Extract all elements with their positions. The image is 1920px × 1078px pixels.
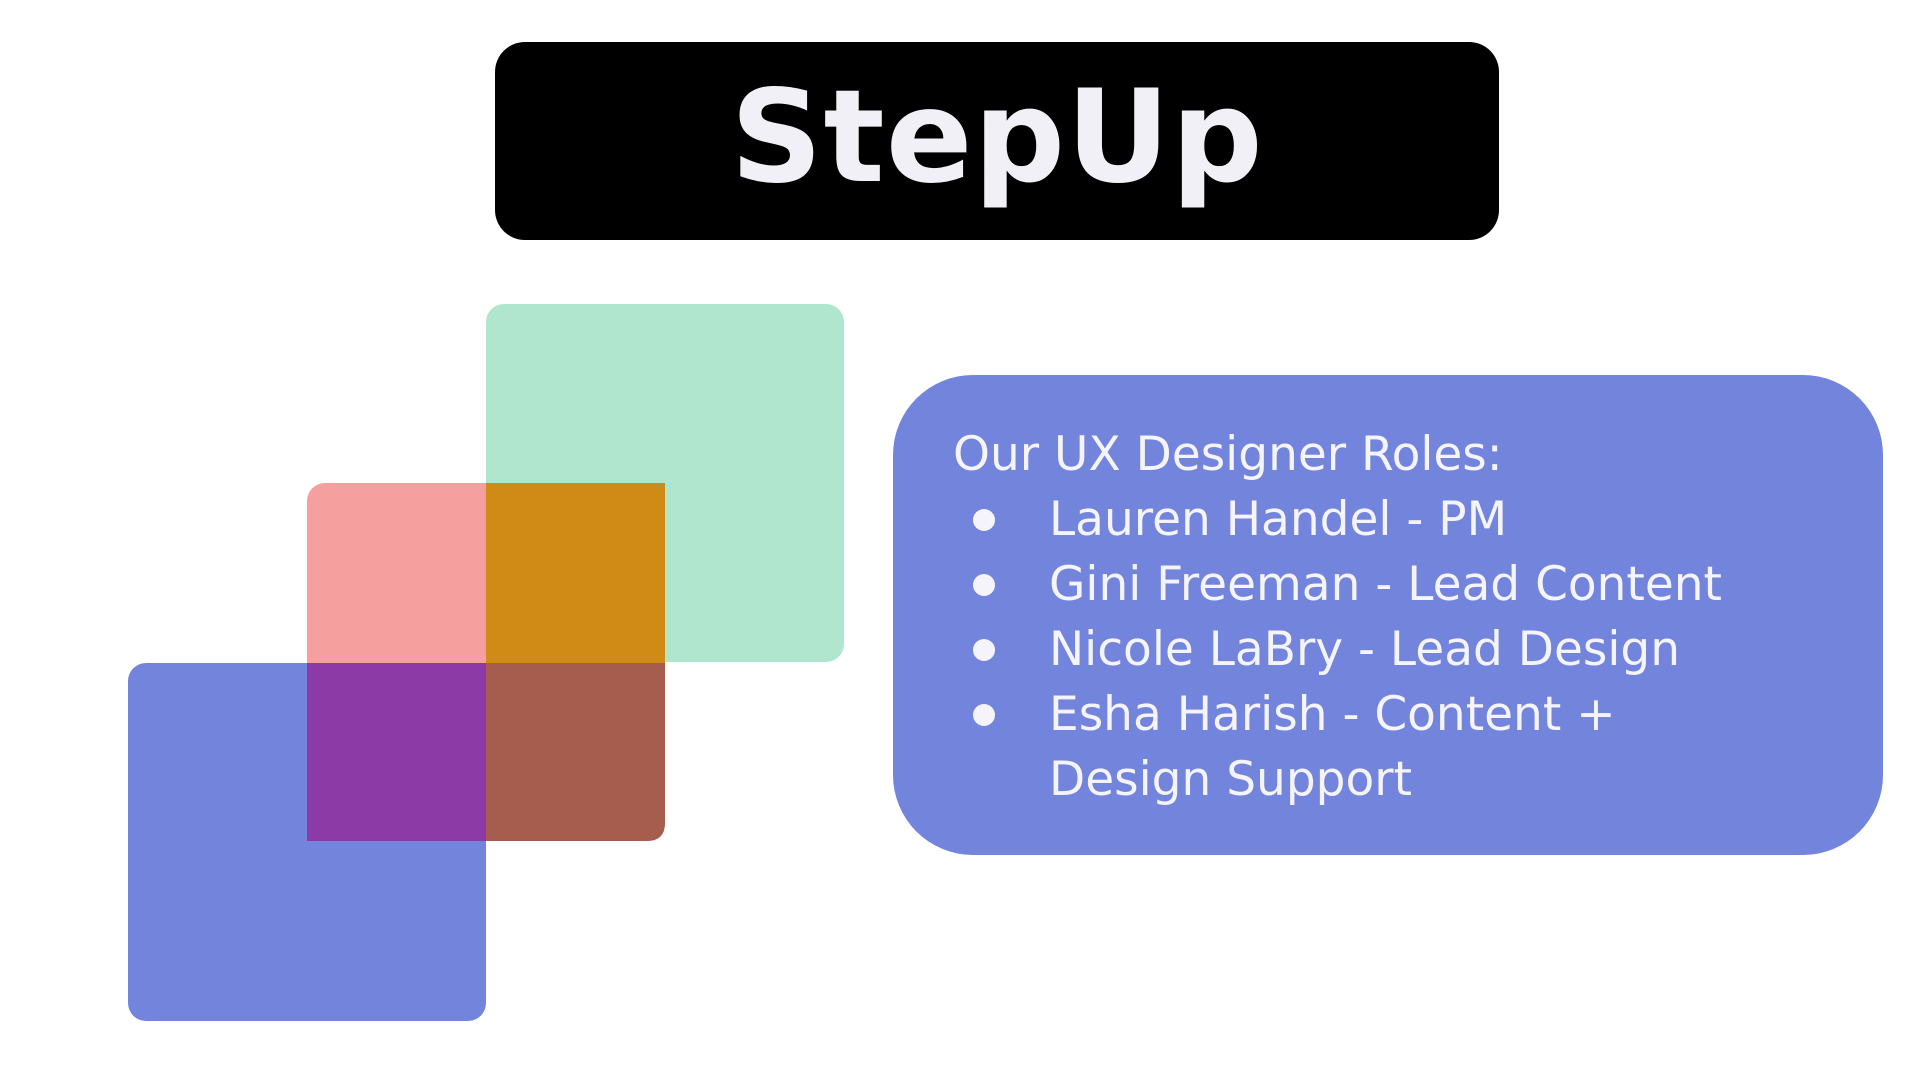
logo-blue-square (128, 663, 486, 1021)
logo-purple-overlap (307, 663, 486, 841)
designer-roles-card: Our UX Designer Roles: Lauren Handel - P… (893, 375, 1883, 855)
list-item: Nicole LaBry - Lead Design (953, 617, 1843, 682)
bullet-icon (973, 574, 995, 596)
list-item: Lauren Handel - PM (953, 487, 1843, 552)
roles-heading: Our UX Designer Roles: (953, 427, 1503, 482)
title-banner: StepUp (495, 42, 1499, 240)
bullet-icon (973, 639, 995, 661)
roles-list: Lauren Handel - PM Gini Freeman - Lead C… (953, 487, 1843, 812)
role-text: Nicole LaBry - Lead Design (1049, 622, 1681, 677)
logo-orange-overlap (486, 483, 665, 663)
list-item: Esha Harish - Content + Design Support (953, 682, 1843, 812)
role-text: Esha Harish - Content + (1049, 687, 1616, 742)
list-item: Gini Freeman - Lead Content (953, 552, 1843, 617)
role-text-continued: Design Support (1049, 752, 1413, 807)
logo-pink-square (307, 483, 665, 841)
role-text: Gini Freeman - Lead Content (1049, 557, 1722, 612)
bullet-icon (973, 704, 995, 726)
logo-brown-overlap (486, 663, 665, 841)
logo-green-square (486, 304, 844, 662)
bullet-icon (973, 509, 995, 531)
role-text: Lauren Handel - PM (1049, 492, 1508, 547)
page-title: StepUp (730, 63, 1264, 212)
